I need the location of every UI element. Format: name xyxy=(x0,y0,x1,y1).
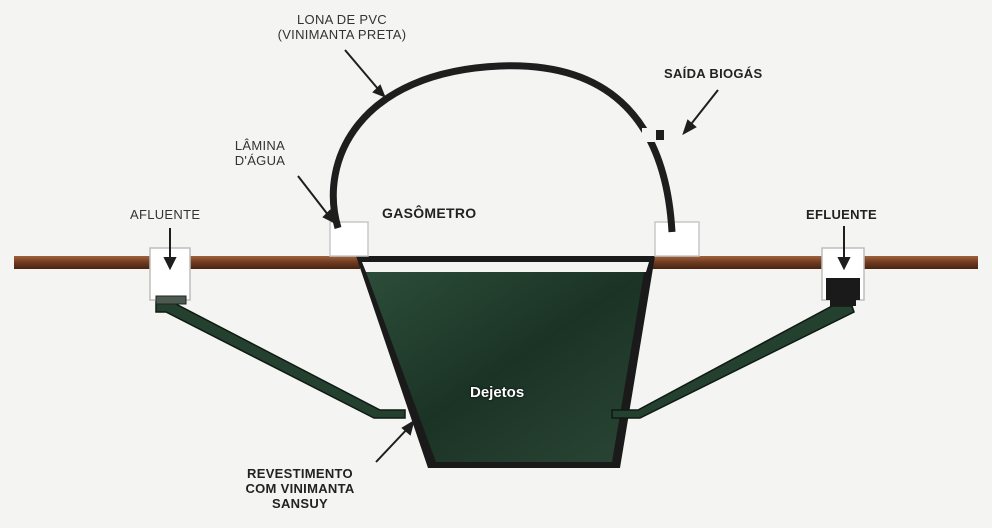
dejetos-liquid xyxy=(366,272,644,462)
pit-gas-space xyxy=(362,262,649,272)
arrowhead-lamina xyxy=(322,209,336,225)
ground-right xyxy=(650,256,978,269)
arrow-revestimento xyxy=(375,425,411,463)
label-revest-line2: COM VINIMANTA xyxy=(245,481,355,496)
arrows xyxy=(163,49,851,463)
inlet-pipe xyxy=(155,301,406,419)
outlet-box-liquid xyxy=(826,278,860,300)
label-afluente: AFLUENTE xyxy=(130,207,201,222)
label-lona-line1: LONA DE PVC xyxy=(297,12,387,27)
label-saida-biogas: SAÍDA BIOGÁS xyxy=(664,66,763,81)
biogas-outlet xyxy=(656,130,664,140)
arrow-lamina xyxy=(297,175,333,221)
outlet-box-base xyxy=(830,298,856,306)
arrowhead-efluente xyxy=(837,257,851,271)
arrowhead-revestimento xyxy=(401,419,415,436)
arrowhead-afluente xyxy=(163,257,177,271)
label-gasometro: GASÔMETRO xyxy=(382,205,477,221)
label-revestimento: REVESTIMENTO COM VINIMANTA SANSUY xyxy=(222,466,378,511)
arrowhead-saida-biogas xyxy=(682,119,697,136)
label-dejetos: Dejetos xyxy=(470,384,525,401)
label-lona-line2: (VINIMANTA PRETA) xyxy=(277,27,407,42)
label-lamina-line2: D'ÁGUA xyxy=(234,153,286,168)
label-lamina-line1: LÂMINA xyxy=(234,138,286,153)
label-revest-line3: SANSUY xyxy=(272,496,328,511)
water-seal-right xyxy=(654,221,700,257)
label-revest-line1: REVESTIMENTO xyxy=(247,466,353,481)
outlet-pipe xyxy=(611,305,855,419)
label-efluente: EFLUENTE xyxy=(806,207,878,222)
arrow-saida-biogas xyxy=(687,89,719,129)
inlet-box-base xyxy=(155,295,187,305)
label-lamina-dagua: LÂMINA D'ÁGUA xyxy=(228,138,292,168)
label-lona-pvc: LONA DE PVC (VINIMANTA PRETA) xyxy=(252,12,432,42)
arrowhead-lona xyxy=(372,84,386,98)
